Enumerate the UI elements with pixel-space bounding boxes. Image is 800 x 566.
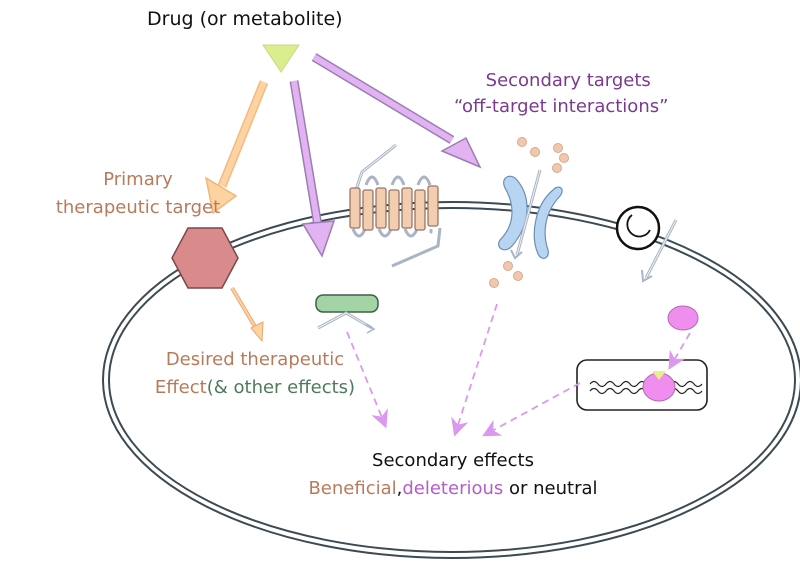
secondary-targets-line2: “off-target interactions”	[454, 96, 669, 117]
neutral-text: or neutral	[503, 478, 598, 499]
deleterious-text: deleterious	[402, 478, 504, 499]
secondary-effects-label: Secondary effects Beneficial,deleterious…	[278, 447, 628, 503]
secondary-targets-label: Secondary targets “off-target interactio…	[454, 68, 668, 120]
primary-target-line2: therapeutic target	[55, 197, 221, 218]
other-effects-text: (& other effects)	[206, 377, 356, 398]
secondary-effects-line2: Beneficial,deleterious or neutral	[278, 475, 628, 503]
primary-target-line1: Primary	[103, 169, 173, 190]
drug-title: Drug (or metabolite)	[147, 8, 343, 30]
primary-target-label: Primary therapeutic target	[38, 166, 238, 222]
cell-membrane	[102, 201, 800, 559]
enzyme-icon	[315, 294, 379, 334]
desired-effect-arrow	[230, 286, 264, 343]
secondary-effect-arrows	[346, 303, 691, 437]
comma-text: ,	[396, 478, 403, 499]
secondary-effects-line1: Secondary effects	[372, 450, 534, 471]
primary-target-hexagon-icon	[171, 227, 239, 289]
effect-word: Effect	[154, 377, 207, 398]
beneficial-text: Beneficial	[308, 478, 397, 499]
secondary-targets-line1: Secondary targets	[485, 70, 651, 91]
drug-triangle-icon	[262, 44, 300, 73]
ion-particles	[489, 137, 569, 288]
transporter-icon	[615, 205, 678, 283]
nuclear-receptor-icon	[576, 305, 708, 411]
gpcr-receptor-icon	[349, 143, 442, 268]
primary-target-arrow	[204, 80, 269, 215]
desired-effect-line1: Desired therapeutic	[165, 349, 345, 370]
ion-channel-icon	[498, 169, 563, 260]
desired-effect-label: Desired therapeutic Effect(& other effec…	[140, 346, 370, 402]
off-target-arrow-channel	[311, 53, 482, 169]
desired-effect-line2: Effect(& other effects)	[140, 374, 370, 402]
off-target-arrow-enzyme	[289, 80, 336, 258]
